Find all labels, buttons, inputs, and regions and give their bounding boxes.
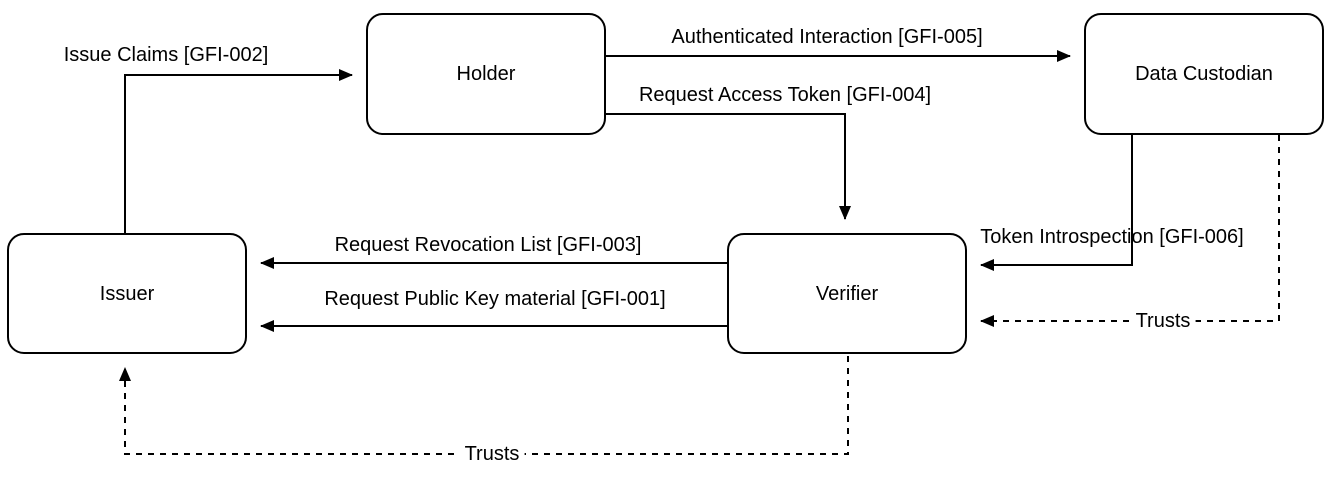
node-issuer: Issuer xyxy=(7,233,247,354)
edge-trusts-verifier-issuer-line xyxy=(119,356,849,455)
node-verifier: Verifier xyxy=(727,233,967,354)
edge-label-token-introspection: Token Introspection [GFI-006] xyxy=(980,226,1244,248)
edge-request-access-token-line xyxy=(606,113,851,220)
edge-label-trusts-dc-verifier: Trusts xyxy=(1130,310,1196,332)
edge-label-authenticated-interaction: Authenticated Interaction [GFI-005] xyxy=(671,26,983,48)
node-holder: Holder xyxy=(366,13,606,135)
edge-label-trusts-verifier-issuer: Trusts xyxy=(459,443,525,465)
edge-label-issue-claims: Issue Claims [GFI-002] xyxy=(63,44,269,66)
edge-issue-claims-line xyxy=(124,69,353,233)
edge-token-introspection-line xyxy=(980,135,1133,271)
edge-label-request-access-token: Request Access Token [GFI-004] xyxy=(638,84,932,106)
edge-label-request-public-key: Request Public Key material [GFI-001] xyxy=(324,288,666,310)
edge-trusts-dc-verifier-line xyxy=(980,135,1280,327)
edge-label-request-revocation-list: Request Revocation List [GFI-003] xyxy=(334,234,642,256)
node-data-custodian: Data Custodian xyxy=(1084,13,1324,135)
